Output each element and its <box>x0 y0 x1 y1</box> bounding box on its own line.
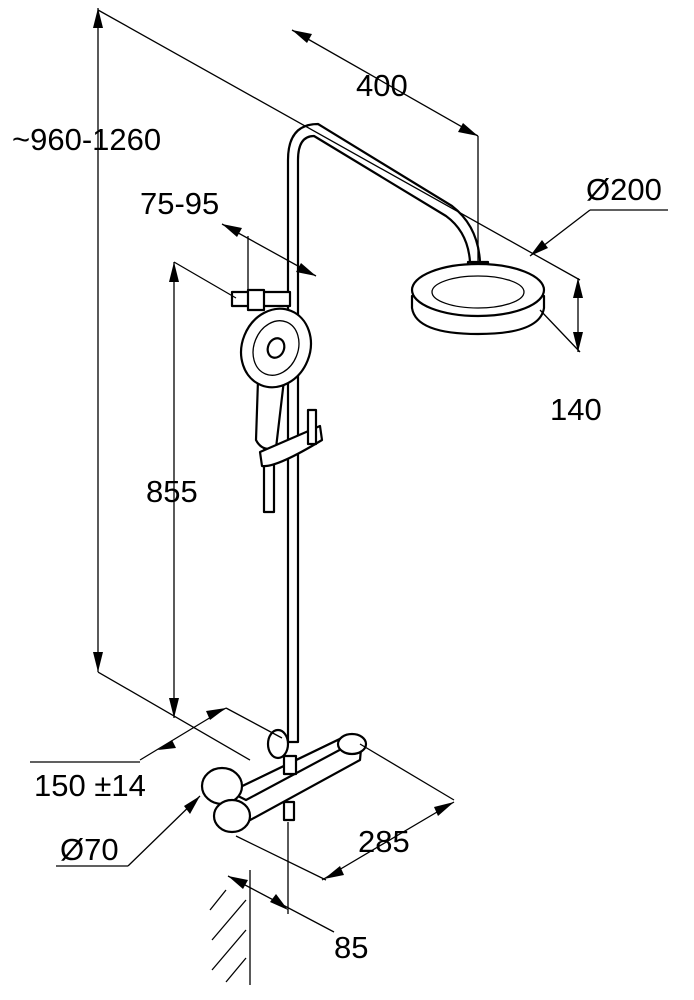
label-total-height: ~960-1260 <box>12 122 161 157</box>
label-holder-offset: 75-95 <box>140 186 219 221</box>
dim-holder-height <box>169 261 237 718</box>
label-wall-offset: 85 <box>334 930 368 965</box>
label-mixer-depth: 285 <box>358 824 410 859</box>
wall-bracket <box>230 288 292 312</box>
label-head-diameter: Ø200 <box>586 172 662 207</box>
thermostatic-mixer <box>200 728 368 834</box>
label-escutcheon-diameter: Ø70 <box>60 832 119 867</box>
dim-holder-offset <box>221 223 317 292</box>
label-inlet-spacing: 150 ±14 <box>34 768 146 803</box>
dim-total-height <box>93 8 581 761</box>
label-arm-length: 400 <box>356 68 408 103</box>
hand-shower-slider <box>258 408 324 468</box>
dim-escutcheon-diameter <box>56 795 201 867</box>
dim-arm-length <box>291 29 479 262</box>
wall-section <box>209 870 251 985</box>
dim-inlet-spacing <box>30 707 283 763</box>
dim-head-diameter <box>529 209 668 257</box>
label-holder-height: 855 <box>146 474 198 509</box>
overhead-shower-head <box>410 260 546 336</box>
label-head-drop: 140 <box>550 392 602 427</box>
dim-mixer-depth <box>235 743 455 881</box>
dim-head-drop <box>539 278 583 353</box>
dim-wall-offset <box>227 822 335 933</box>
